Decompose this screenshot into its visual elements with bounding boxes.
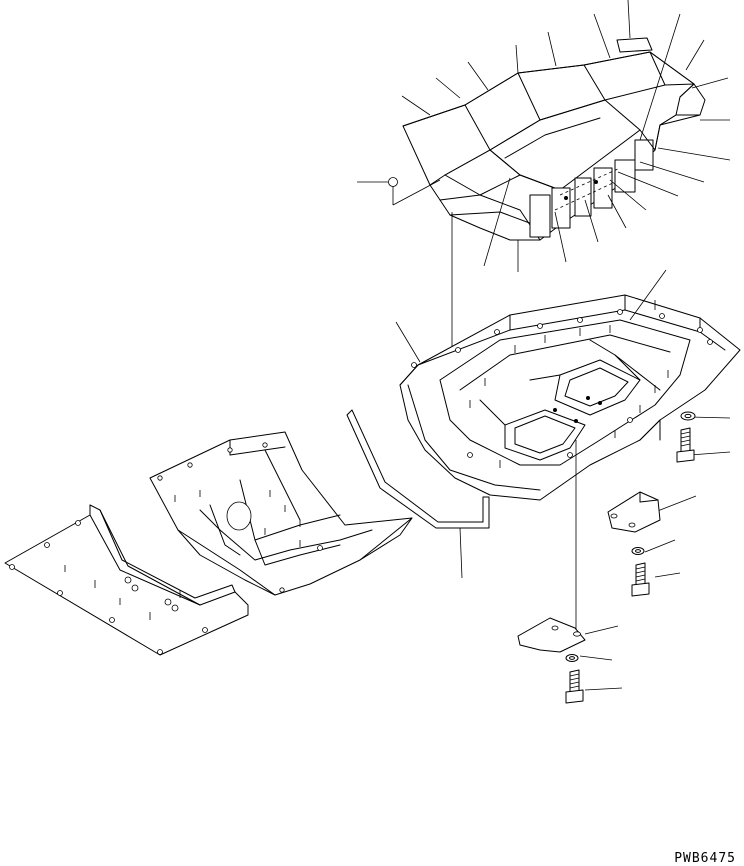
hardware-washer-3	[565, 654, 579, 662]
drawing-code: PWB6475	[674, 851, 736, 866]
center-floor-panel	[149, 431, 413, 596]
cover-plate-1	[607, 491, 661, 533]
cover-plate-2	[517, 617, 586, 653]
seal-strip	[346, 409, 490, 529]
hardware-bolt-3	[565, 669, 584, 704]
mat-leader-lines	[357, 0, 731, 272]
left-floor-plate	[4, 504, 249, 656]
hardware-washer-2	[631, 547, 645, 555]
floor-frame-assembly	[399, 294, 741, 501]
floor-mat-assembly	[402, 37, 706, 241]
hardware-washer-1	[680, 411, 696, 421]
hardware-bolt-2	[631, 562, 650, 597]
frame-leader-lines	[395, 269, 731, 691]
hardware-bolt-1	[676, 427, 695, 463]
